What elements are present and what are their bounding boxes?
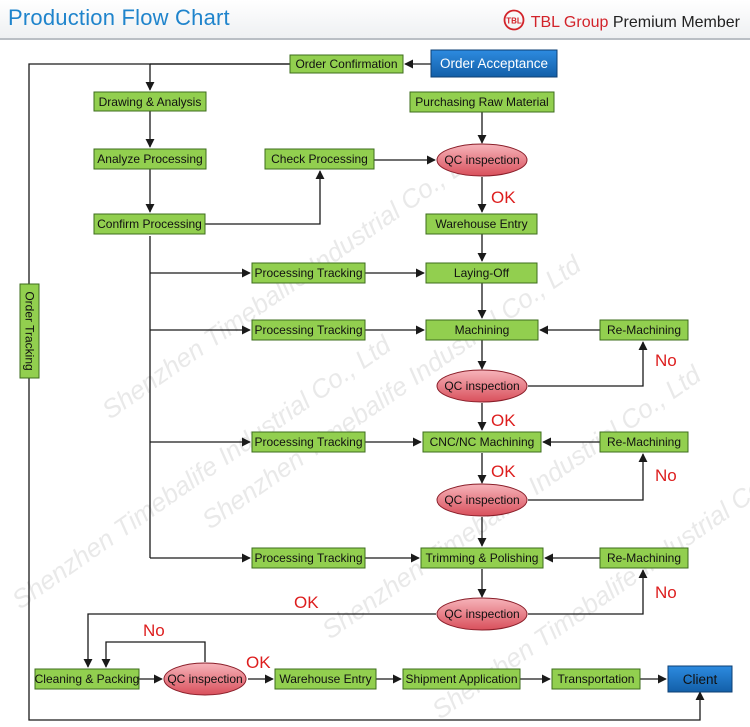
line-confirmation-to-tracking: [28, 63, 290, 284]
node-qc-inspection-5[interactable]: QC inspection: [163, 662, 247, 696]
node-label: Processing Tracking: [254, 435, 362, 449]
node-check-processing[interactable]: Check Processing: [264, 148, 375, 170]
node-label: Shipment Application: [405, 672, 517, 686]
node-label: Processing Tracking: [254, 323, 362, 337]
node-cleaning-packing[interactable]: Cleaning & Packing: [34, 668, 140, 690]
node-label: QC inspection: [444, 493, 519, 507]
node-label: QC inspection: [444, 379, 519, 393]
node-label: Order Acceptance: [440, 56, 548, 71]
node-order-confirmation[interactable]: Order Confirmation: [289, 54, 404, 74]
node-warehouse-entry-1[interactable]: Warehouse Entry: [425, 213, 538, 235]
node-client[interactable]: Client: [667, 665, 733, 693]
node-cnc-nc-machining[interactable]: CNC/NC Machining: [422, 431, 542, 453]
node-label: Cleaning & Packing: [35, 672, 140, 686]
node-processing-tracking-3[interactable]: Processing Tracking: [251, 431, 366, 453]
node-re-machining-2[interactable]: Re-Machining: [599, 431, 689, 453]
arrow-qc5-to-cleaning: [101, 641, 206, 668]
node-qc-inspection-2[interactable]: QC inspection: [436, 369, 528, 403]
node-label: Analyze Processing: [97, 152, 202, 166]
arrow-qc3-to-remach2: [528, 453, 648, 501]
branch-labels: OK No OK OK No OK No No OK: [143, 188, 677, 672]
node-label: Purchasing Raw Material: [415, 95, 548, 109]
node-processing-tracking-1[interactable]: Processing Tracking: [251, 262, 366, 284]
node-qc-inspection-4[interactable]: QC inspection: [436, 597, 528, 631]
node-label: Order Confirmation: [295, 57, 397, 71]
node-label: Warehouse Entry: [279, 672, 371, 686]
node-drawing-analysis[interactable]: Drawing & Analysis: [93, 91, 207, 112]
logo-text: TBL: [506, 17, 522, 26]
node-label: Processing Tracking: [254, 266, 362, 280]
node-label: QC inspection: [444, 153, 519, 167]
node-label: CNC/NC Machining: [430, 435, 535, 449]
brand-badge: TBL TBL Group Premium Member: [503, 9, 740, 32]
node-label: Drawing & Analysis: [99, 95, 202, 109]
node-label: Re-Machining: [607, 323, 681, 337]
node-label: Warehouse Entry: [435, 217, 527, 231]
node-label: Trimming & Polishing: [426, 551, 539, 565]
node-qc-inspection-1[interactable]: QC inspection: [436, 143, 528, 177]
node-warehouse-entry-2[interactable]: Warehouse Entry: [274, 668, 377, 690]
node-label: Machining: [455, 323, 510, 337]
node-label: QC inspection: [444, 607, 519, 621]
nodes: Order Acceptance Order Confirmation Draw…: [19, 49, 733, 696]
label-ok: OK: [246, 653, 271, 672]
header-bar: Production Flow Chart TBL TBL Group Prem…: [0, 0, 750, 40]
arrow-qc2-to-remach1: [528, 341, 648, 387]
arrow-qc4-to-remach3: [528, 569, 648, 615]
node-label: Client: [683, 672, 718, 687]
tbl-logo-icon: TBL: [503, 9, 525, 31]
node-shipment-application[interactable]: Shipment Application: [402, 668, 521, 690]
node-label: Re-Machining: [607, 551, 681, 565]
node-order-tracking[interactable]: Order Tracking: [19, 283, 40, 379]
node-order-acceptance[interactable]: Order Acceptance: [430, 49, 558, 78]
node-label: Confirm Processing: [97, 217, 202, 231]
label-no: No: [143, 621, 165, 640]
node-label: Laying-Off: [454, 266, 510, 280]
label-ok: OK: [491, 188, 516, 207]
label-no: No: [655, 351, 677, 370]
node-label: QC inspection: [167, 672, 242, 686]
node-re-machining-3[interactable]: Re-Machining: [599, 547, 689, 569]
label-no: No: [655, 466, 677, 485]
node-label: Check Processing: [271, 152, 368, 166]
node-qc-inspection-3[interactable]: QC inspection: [436, 483, 528, 517]
node-label: Order Tracking: [23, 291, 37, 370]
label-ok: OK: [491, 411, 516, 430]
arrow-confirm-to-check: [205, 170, 325, 225]
node-label: Processing Tracking: [254, 551, 362, 565]
arrow-qc4-to-cleaning: [83, 613, 436, 668]
label-ok: OK: [294, 593, 319, 612]
node-processing-tracking-2[interactable]: Processing Tracking: [251, 319, 366, 341]
connectors: [28, 59, 705, 721]
node-machining[interactable]: Machining: [425, 319, 539, 341]
node-re-machining-1[interactable]: Re-Machining: [599, 319, 689, 341]
node-transportation[interactable]: Transportation: [551, 668, 641, 690]
label-ok: OK: [491, 462, 516, 481]
node-processing-tracking-4[interactable]: Processing Tracking: [251, 547, 366, 569]
node-label: Re-Machining: [607, 435, 681, 449]
label-no: No: [655, 583, 677, 602]
node-laying-off[interactable]: Laying-Off: [425, 262, 538, 284]
node-purchasing-raw-material[interactable]: Purchasing Raw Material: [409, 91, 555, 113]
brand-prefix: TBL Group: [530, 14, 609, 31]
node-trimming-polishing[interactable]: Trimming & Polishing: [420, 547, 544, 569]
node-analyze-processing[interactable]: Analyze Processing: [93, 148, 207, 170]
arrow-tracking-to-client: [28, 378, 705, 721]
page-title: Production Flow Chart: [8, 5, 230, 30]
node-confirm-processing[interactable]: Confirm Processing: [93, 213, 206, 235]
brand-suffix: Premium Member: [612, 14, 740, 31]
watermark-text: Shenzhen Timebalife Industrial Co., Ltd: [6, 328, 397, 614]
node-label: Transportation: [558, 672, 635, 686]
